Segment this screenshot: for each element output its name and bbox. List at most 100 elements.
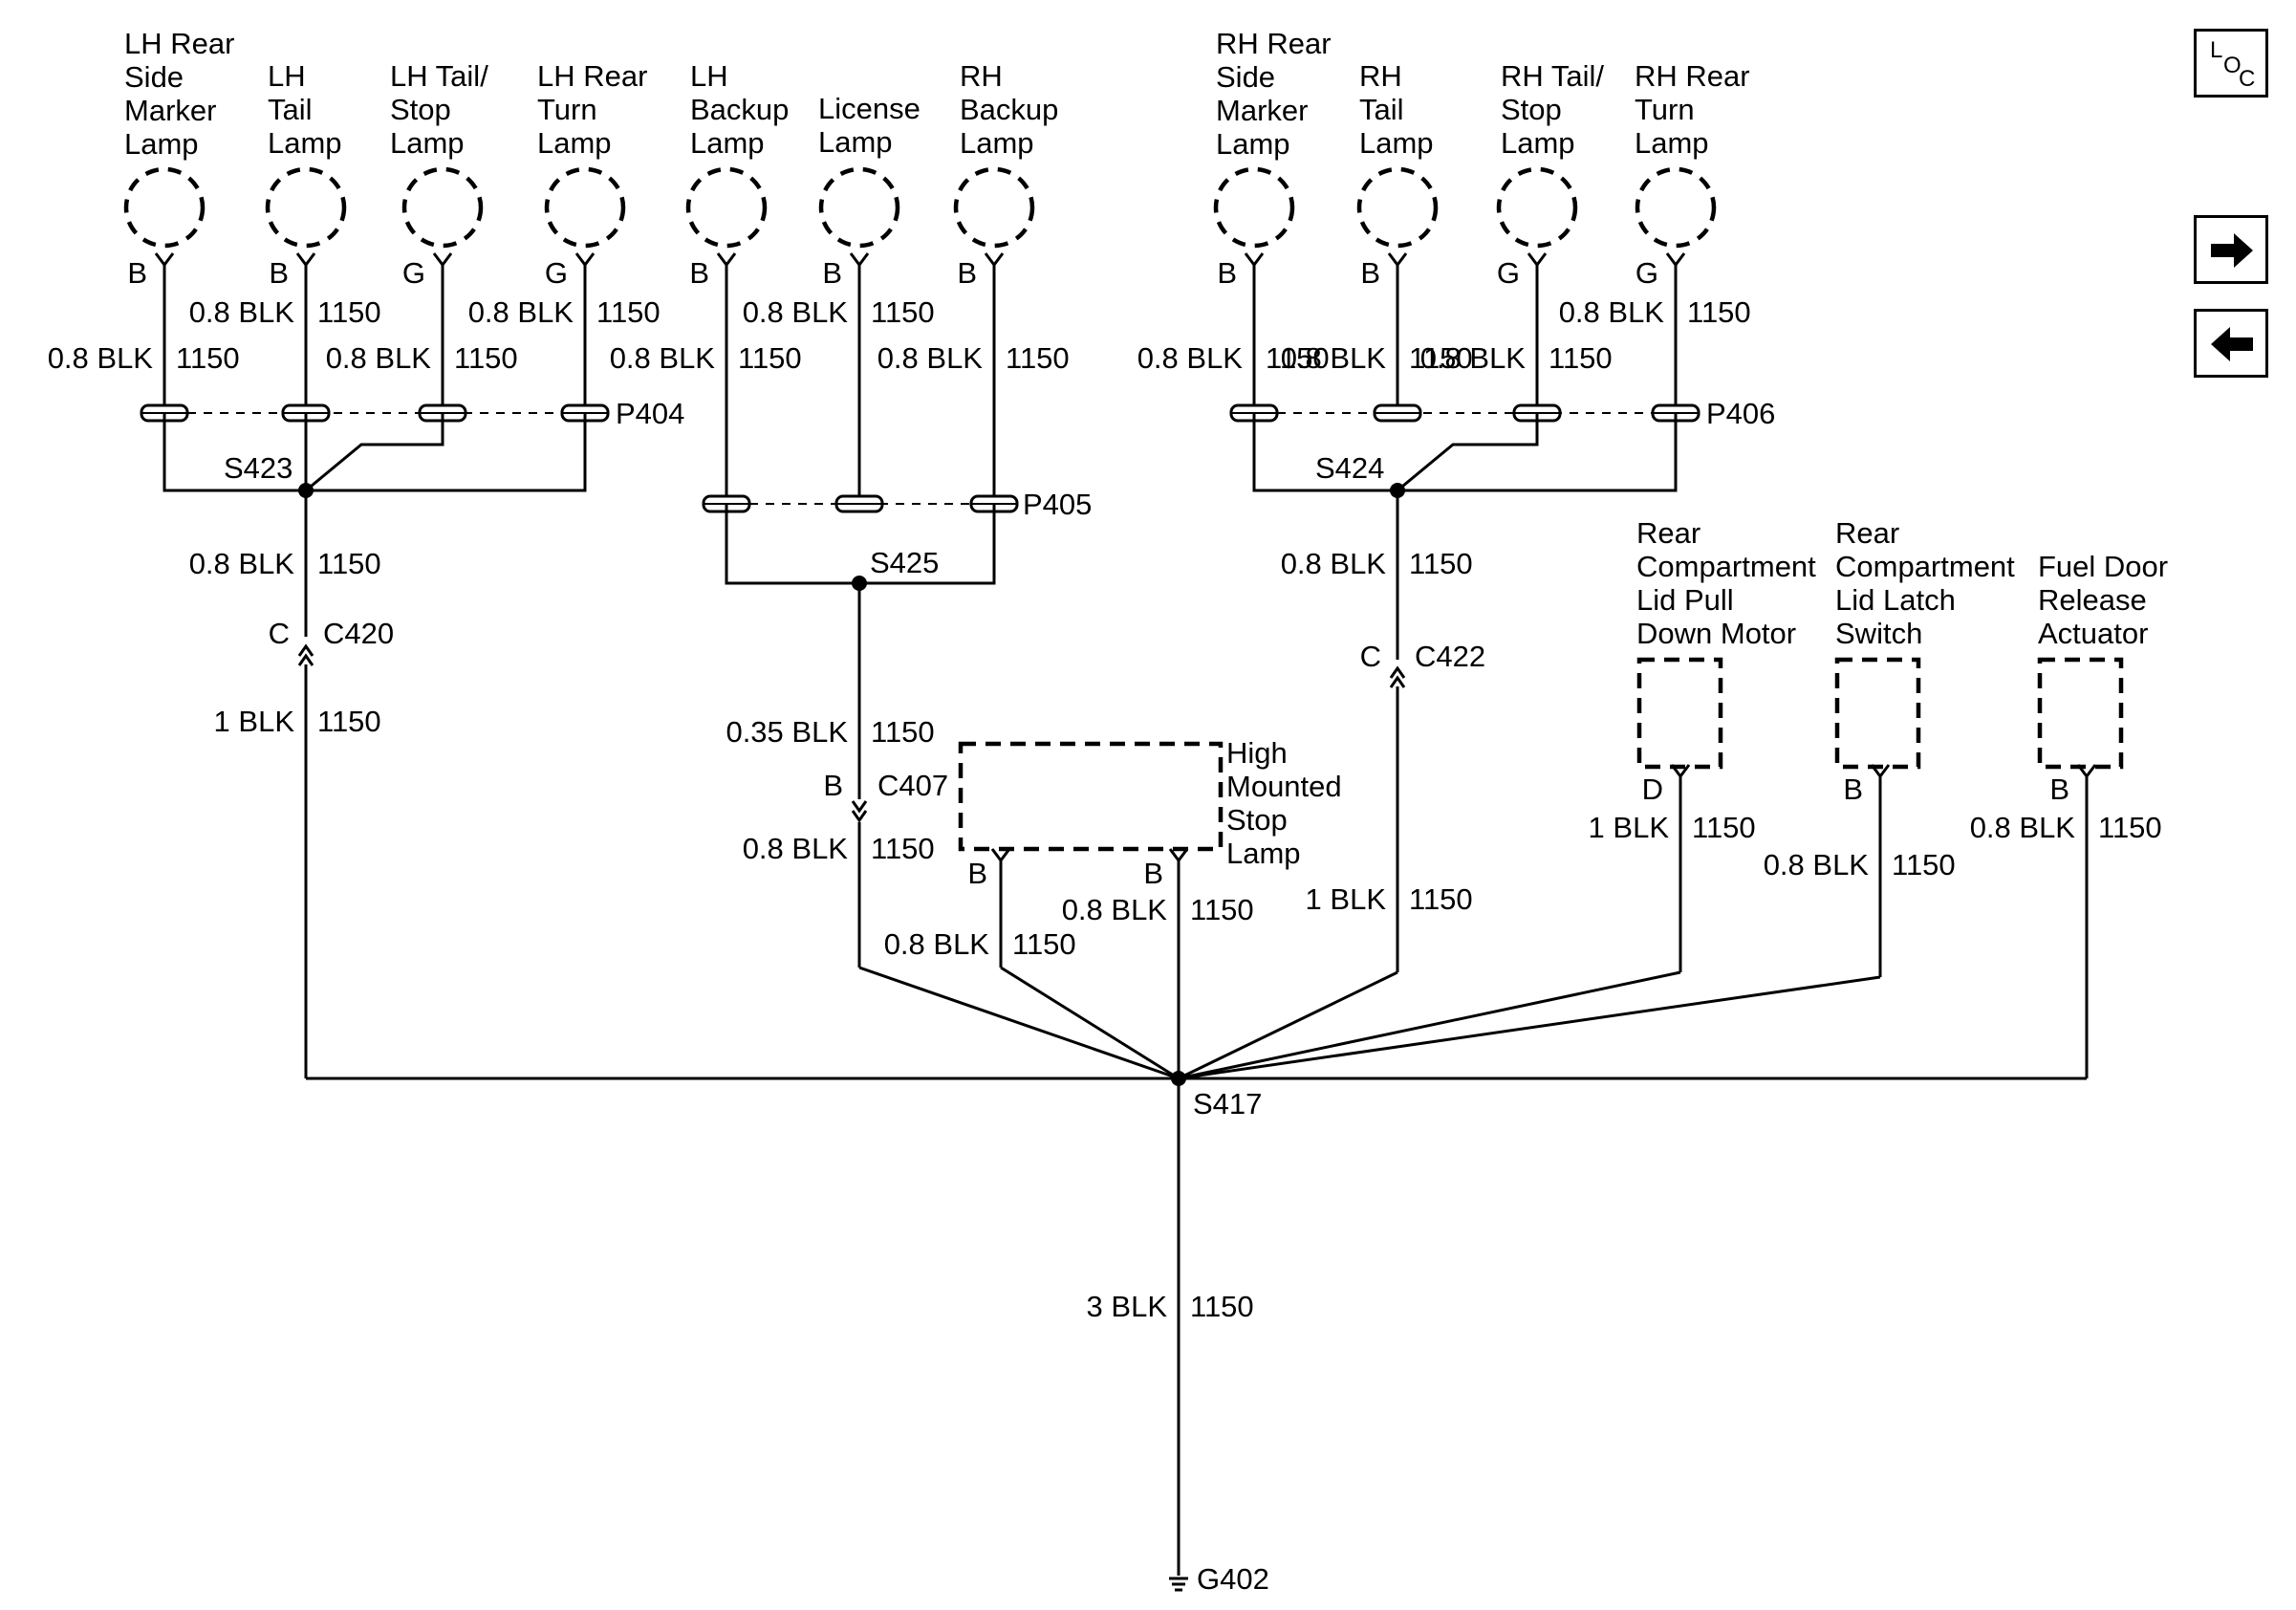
rh-rear-turn-lamp-symbol <box>1635 166 1717 249</box>
next-page-button[interactable] <box>2194 215 2268 284</box>
fuel-door-release-actuator-terminal <box>2076 764 2097 779</box>
c422-to-s417-wire-circuit: 1150 <box>1409 882 1473 916</box>
rear-compartment-lid-latch-switch-wire-size: 0.8 BLK <box>1764 848 1870 881</box>
lh-backup-lamp-symbol <box>685 166 768 249</box>
rear-compartment-lid-pull-down-motor-wire-circuit: 1150 <box>1692 811 1756 844</box>
rh-backup-lamp-label-line: Lamp <box>960 126 1034 160</box>
p405-label: P405 <box>1023 488 1092 521</box>
lh-rear-turn-lamp-symbol <box>544 166 626 249</box>
c420-pin-label: C <box>269 617 290 650</box>
lh-rear-side-marker-lamp-wire-circuit: 1150 <box>176 341 240 375</box>
lh-tail-stop-lamp-wire-size: 0.8 BLK <box>326 341 432 375</box>
fuel-door-release-actuator-label-line: Release <box>2038 583 2147 617</box>
rh-tail-stop-lamp-terminal <box>1527 252 1548 268</box>
s425-label: S425 <box>870 546 939 579</box>
license-lamp-wire-circuit: 1150 <box>871 295 935 329</box>
lh-tail-lamp-symbol <box>265 166 347 249</box>
rh-tail-stop-lamp-label-line: Lamp <box>1501 126 1575 160</box>
s424-to-c422-wire-circuit: 1150 <box>1409 547 1473 580</box>
rear-compartment-lid-latch-switch-label-line: Switch <box>1835 617 1922 650</box>
rh-rear-side-marker-lamp-pin-label: B <box>1217 256 1237 290</box>
lh-tail-lamp-label-line: Lamp <box>268 126 342 160</box>
chmsl-left-branch-diagonal <box>1000 966 1180 1080</box>
rh-rear-turn-lamp-wire-size: 0.8 BLK <box>1559 295 1665 329</box>
rear-compartment-lid-pull-down-motor-pin-label: D <box>1642 772 1663 806</box>
high-mounted-stop-lamp-label-line: Mounted <box>1226 770 1342 803</box>
c422-branch-diagonal <box>1178 970 1398 1080</box>
rh-rear-side-marker-lamp-terminal <box>1244 252 1265 268</box>
chmsl-right-wire-circuit: 1150 <box>1190 893 1254 926</box>
lh-tail-lamp-wire-size: 0.8 BLK <box>189 295 295 329</box>
c407-label: C407 <box>877 769 948 802</box>
c420-to-s417-wire-circuit: 1150 <box>317 705 381 738</box>
license-lamp-symbol <box>818 166 900 249</box>
rh-backup-lamp-pin-label: B <box>957 256 977 290</box>
rh-rear-turn-lamp-label-line: Lamp <box>1635 126 1709 160</box>
license-lamp-label-line: Lamp <box>818 125 893 159</box>
lh-backup-lamp-label-line: Backup <box>690 93 789 126</box>
lh-tail-stop-lamp-label-line: LH Tail/ <box>390 59 488 93</box>
rh-rear-side-marker-lamp-wire-circuit: 1150 <box>1266 341 1330 375</box>
license-lamp-label-line: License <box>818 92 921 125</box>
lh-rear-turn-lamp-wire-circuit: 1150 <box>596 295 661 329</box>
lh-tail-lamp-terminal <box>295 252 316 268</box>
s424-label: S424 <box>1315 451 1384 485</box>
lh-rear-side-marker-lamp-pin-label: B <box>127 256 147 290</box>
rear-compartment-lid-latch-switch-wire-circuit: 1150 <box>1892 848 1956 881</box>
c422-to-s417-wire-size: 1 BLK <box>1306 882 1387 916</box>
fuel-door-release-actuator-wire-circuit: 1150 <box>2098 811 2162 844</box>
c420-connector-upper <box>297 643 314 657</box>
rear-compartment-lid-latch-switch-label-line: Lid Latch <box>1835 583 1956 617</box>
rh-backup-lamp-wire-size: 0.8 BLK <box>877 341 984 375</box>
lid-motor-branch-diagonal <box>1178 970 1681 1080</box>
fuel-door-release-actuator-pin-label: B <box>2049 772 2069 806</box>
fuel-door-release-actuator-symbol <box>2037 657 2124 770</box>
lh-rear-side-marker-lamp-label-line: Marker <box>124 94 216 127</box>
license-lamp-pin-label: B <box>822 256 842 290</box>
lh-tail-lamp-label-line: LH <box>268 59 306 93</box>
rear-compartment-lid-latch-switch-label-line: Rear <box>1835 516 1899 550</box>
c420-label: C420 <box>323 617 394 650</box>
rh-tail-stop-jog-wire <box>1397 414 1539 492</box>
lh-rear-turn-lamp-wire-size: 0.8 BLK <box>468 295 574 329</box>
lh-rear-side-marker-lamp-terminal <box>154 252 175 268</box>
high-mounted-stop-lamp-label-line: Stop <box>1226 803 1288 837</box>
rh-tail-lamp-wire-size: 0.8 BLK <box>1281 341 1387 375</box>
rh-tail-stop-lamp-pin-label: G <box>1497 256 1520 290</box>
lh-backup-lamp-label-line: LH <box>690 59 728 93</box>
rh-rear-turn-lamp-wire-circuit: 1150 <box>1687 295 1751 329</box>
lh-tail-stop-lamp-pin-label: G <box>402 256 425 290</box>
loc-letter-o: O <box>2223 53 2242 78</box>
rh-tail-lamp-symbol <box>1356 166 1439 249</box>
c407-connector-upper <box>851 800 868 814</box>
rh-rear-turn-lamp-label-line: RH Rear <box>1635 59 1750 93</box>
lh-rear-turn-lamp-label-line: Lamp <box>537 126 612 160</box>
lh-rear-turn-lamp-terminal <box>574 252 596 268</box>
rh-rear-side-marker-lamp-symbol <box>1213 166 1295 249</box>
ground-wire-size: 3 BLK <box>1087 1290 1168 1323</box>
high-mounted-stop-lamp-label-line: High <box>1226 736 1288 770</box>
p406-label: P406 <box>1706 397 1775 430</box>
rh-tail-lamp-label-line: Lamp <box>1359 126 1434 160</box>
fuel-door-release-actuator-label-line: Actuator <box>2038 617 2148 650</box>
lh-backup-lamp-label-line: Lamp <box>690 126 765 160</box>
left-arrow-icon <box>2211 327 2253 361</box>
lh-rear-side-marker-lamp-symbol <box>123 166 206 249</box>
chmsl-right-wire-size: 0.8 BLK <box>1062 893 1168 926</box>
lh-bus-wire <box>162 414 587 492</box>
loc-letter-c: C <box>2239 66 2256 92</box>
rh-rear-side-marker-lamp-label-line: Lamp <box>1216 127 1290 161</box>
s425-to-c407-wire-size: 0.35 BLK <box>726 715 848 749</box>
c420-to-s417-wire-size: 1 BLK <box>214 705 295 738</box>
s424-to-c422-wire-size: 0.8 BLK <box>1281 547 1387 580</box>
rear-compartment-lid-pull-down-motor-label-line: Down Motor <box>1636 617 1796 650</box>
location-view-button[interactable]: L O C <box>2194 29 2268 98</box>
fuel-door-release-actuator-label-line: Fuel Door <box>2038 550 2168 583</box>
s425-to-c407-wire-circuit: 1150 <box>871 715 935 749</box>
g402-ground-label: G402 <box>1197 1562 1269 1596</box>
rear-compartment-lid-pull-down-motor-wire-size: 1 BLK <box>1589 811 1670 844</box>
rear-compartment-lid-pull-down-motor-label-line: Rear <box>1636 516 1700 550</box>
lh-rear-side-marker-lamp-label-line: LH Rear <box>124 27 234 60</box>
previous-page-button[interactable] <box>2194 309 2268 378</box>
